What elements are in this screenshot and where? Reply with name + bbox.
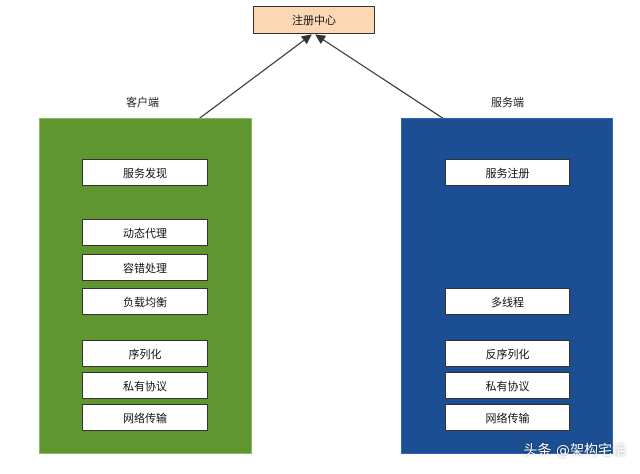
client-fault-tolerance: 容错处理 [82, 254, 208, 281]
client-dynamic-proxy: 动态代理 [82, 219, 208, 246]
client-title: 客户端 [126, 96, 159, 109]
server-service-register: 服务注册 [445, 159, 570, 186]
client-serialization: 序列化 [82, 340, 208, 367]
server-deserialization: 反序列化 [445, 340, 570, 367]
client-load-balancing: 负载均衡 [82, 288, 208, 315]
server-private-protocol: 私有协议 [445, 372, 570, 399]
client-service-discovery: 服务发现 [82, 159, 208, 186]
registry-center-node: 注册中心 [253, 6, 375, 34]
server-network-transport: 网络传输 [445, 404, 570, 431]
server-multithreading: 多线程 [445, 288, 570, 315]
server-title: 服务端 [491, 96, 524, 109]
client-private-protocol: 私有协议 [82, 372, 208, 399]
client-network-transport: 网络传输 [82, 404, 208, 431]
watermark: 头条 @架构宅话 [523, 443, 626, 459]
